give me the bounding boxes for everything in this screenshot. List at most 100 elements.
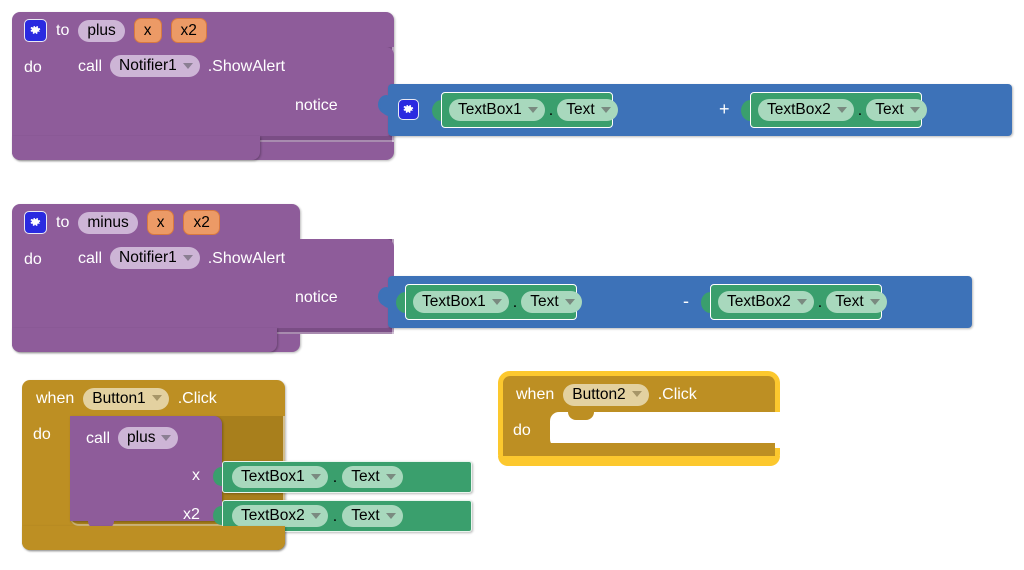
component-name-text: TextBox2 (767, 101, 831, 118)
procedure-name-text: plus (127, 429, 156, 446)
chevron-down-icon (182, 62, 193, 69)
procedure-plus-foot (12, 136, 260, 160)
component-name-text: TextBox2 (727, 293, 791, 310)
notice-argument-row: notice (295, 285, 338, 309)
chevron-down-icon (310, 512, 321, 519)
chevron-down-icon (310, 473, 321, 480)
textbox2-text-getter-row: TextBox2 . Text (758, 98, 927, 122)
procedure-name-field[interactable]: minus (78, 211, 138, 234)
procedure-call-header-row: call plus (86, 425, 179, 451)
property-dropdown-text[interactable]: Text (342, 505, 403, 527)
property-dropdown-text[interactable]: Text (557, 99, 618, 121)
component-dropdown-textbox1[interactable]: TextBox1 (449, 99, 545, 121)
textbox1-text-getter-row: TextBox1 . Text (449, 98, 618, 122)
textbox1-text-getter-plug-a (432, 100, 442, 121)
chevron-down-icon (527, 106, 538, 113)
component-dropdown-textbox1[interactable]: TextBox1 (413, 291, 509, 313)
chevron-down-icon (836, 106, 847, 113)
call-notifier1-header-row: call Notifier1 .ShowAlert (78, 53, 285, 79)
procedure-name-field[interactable]: plus (78, 19, 125, 42)
property-name-text: Text (351, 468, 380, 485)
chevron-down-icon (869, 298, 880, 305)
argument-x2-socket (213, 506, 222, 525)
property-dropdown-text[interactable]: Text (342, 466, 403, 488)
property-name-text: Text (835, 293, 864, 310)
component-dropdown-button2[interactable]: Button2 (563, 383, 649, 406)
call-keyword-label: call (78, 57, 103, 75)
block-top-notch (80, 47, 106, 54)
parameter-x2-label: x2 (193, 213, 210, 231)
when-keyword-label: when (36, 390, 75, 407)
arg-x-getter-row: TextBox1 . Text (232, 465, 403, 489)
chevron-down-icon (909, 106, 920, 113)
button2-do-label: do (513, 422, 531, 439)
component-name-text: Notifier1 (119, 249, 177, 266)
argument-label-x2: x2 (183, 506, 200, 523)
parameter-chip-x[interactable]: x (146, 210, 175, 235)
procedure-dropdown-plus[interactable]: plus (118, 427, 179, 449)
component-dropdown-notifier1[interactable]: Notifier1 (110, 247, 200, 269)
procedure-name-text: minus (87, 213, 129, 231)
call-keyword-label: call (78, 249, 103, 267)
dot-separator: . (332, 468, 338, 486)
property-dropdown-text[interactable]: Text (866, 99, 927, 121)
property-name-text: Text (351, 507, 380, 524)
component-dropdown-button1[interactable]: Button1 (83, 387, 169, 410)
component-dropdown-textbox1[interactable]: TextBox1 (232, 466, 328, 488)
chevron-down-icon (385, 473, 396, 480)
notice-arg-label: notice (295, 96, 338, 114)
event-name-label: .Click (657, 386, 697, 403)
parameter-x-label: x (143, 21, 152, 39)
parameter-chip-x2[interactable]: x2 (170, 18, 207, 43)
chevron-down-icon (631, 391, 642, 397)
block-top-notch (80, 239, 106, 246)
method-name-label: .ShowAlert (207, 57, 286, 75)
chevron-down-icon (385, 512, 396, 519)
chevron-down-icon (796, 298, 807, 305)
chevron-down-icon (564, 298, 575, 305)
component-dropdown-textbox2[interactable]: TextBox2 (758, 99, 854, 121)
component-name-text: Notifier1 (119, 57, 177, 74)
gear-icon[interactable] (398, 99, 419, 120)
selection-highlight-button2-foot (498, 456, 780, 466)
math-subtract-left-plug (380, 287, 390, 308)
argument-x-socket (213, 467, 222, 486)
procedure-minus-foot (12, 328, 277, 352)
parameter-chip-x2[interactable]: x2 (183, 210, 220, 235)
event-handler-button2-foot-inner (503, 443, 775, 456)
procedure-minus-do-label: do (24, 251, 42, 268)
component-name-text: TextBox1 (241, 468, 305, 485)
subtract-operator-label: - (683, 291, 689, 311)
procedure-minus-header: to minus x x2 (24, 209, 220, 236)
button1-do-label: do (33, 426, 51, 443)
gear-icon[interactable] (24, 211, 47, 234)
parameter-chip-x[interactable]: x (133, 18, 162, 43)
parameter-x-label: x (156, 213, 165, 231)
event-name-label: .Click (177, 390, 217, 407)
component-dropdown-notifier1[interactable]: Notifier1 (110, 55, 200, 77)
dot-separator: . (512, 293, 518, 311)
dot-separator: . (332, 507, 338, 525)
dot-separator: . (817, 293, 823, 311)
procedure-name-text: plus (87, 21, 116, 39)
procedure-plus-header: to plus x x2 (24, 17, 207, 44)
to-keyword-label: to (56, 22, 70, 39)
button1-event-header: when Button1 .Click (36, 385, 217, 412)
textbox1-text-getter-plug-b (396, 292, 406, 313)
parameter-x2-label: x2 (180, 21, 197, 39)
argument-label-x: x (192, 467, 200, 484)
component-dropdown-textbox2[interactable]: TextBox2 (232, 505, 328, 527)
property-name-text: Text (875, 101, 904, 118)
component-dropdown-textbox2[interactable]: TextBox2 (718, 291, 814, 313)
gear-icon[interactable] (24, 19, 47, 42)
arg-x2-getter-row: TextBox2 . Text (232, 504, 403, 528)
component-name-text: Button1 (92, 389, 146, 407)
property-dropdown-text[interactable]: Text (521, 291, 582, 313)
component-name-text: TextBox2 (241, 507, 305, 524)
textbox2-text-getter-plug-b (701, 292, 711, 313)
block-bottom-notch (88, 521, 114, 529)
property-name-text: Text (566, 101, 595, 118)
method-name-label: .ShowAlert (207, 249, 286, 267)
property-name-text: Text (530, 293, 559, 310)
property-dropdown-text[interactable]: Text (826, 291, 887, 313)
